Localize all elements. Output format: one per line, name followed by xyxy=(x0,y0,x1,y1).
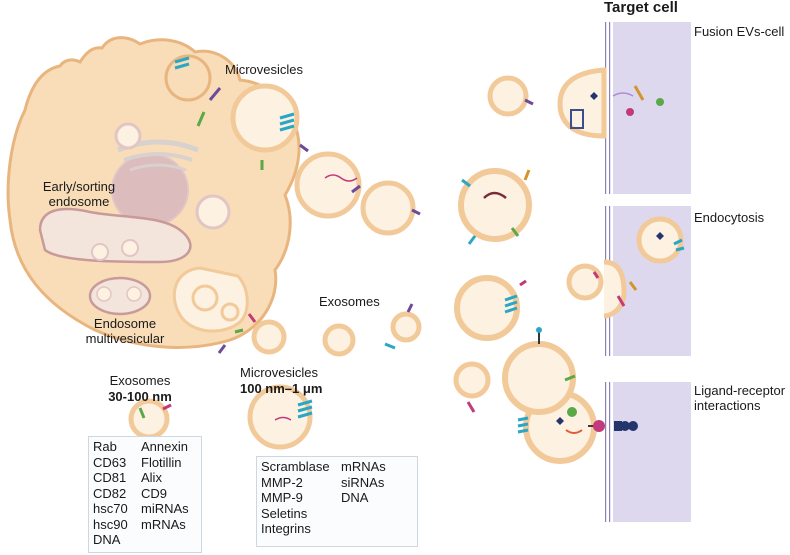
marker-item: hsc90 xyxy=(93,516,128,532)
marker-item: hsc70 xyxy=(93,501,128,516)
exosome-markers-left: Rab CD63 CD81 CD82 hsc70 hsc90 DNA xyxy=(93,439,128,548)
fusion-vesicle xyxy=(557,67,664,139)
endosome-multivesicular-label-line2: multivesicular xyxy=(85,331,165,346)
early-endosome-label-line1: Early/sorting xyxy=(42,179,116,194)
exosome-markers-right: Annexin Flotillin Alix CD9 miRNAs mRNAs xyxy=(141,439,189,532)
marker-item: siRNAs xyxy=(341,474,385,490)
microvesicles-size-label-line1: Microvesicles xyxy=(240,365,319,380)
microvesicle-markers-box: Scramblase MMP-2 MMP-9 Seletins Integrin… xyxy=(256,456,418,547)
marker-item: DNA xyxy=(93,532,121,547)
free-vesicles xyxy=(128,75,604,450)
fusion-label: Fusion EVs-cell xyxy=(694,24,785,39)
early-endosome-label-line2: endosome xyxy=(48,194,110,209)
microvesicle-markers-left: Scramblase MMP-2 MMP-9 Seletins Integrin… xyxy=(261,459,330,537)
endocytosis-label: Endocytosis xyxy=(694,210,765,225)
cargo-molecules xyxy=(138,56,600,421)
marker-item: Rab xyxy=(93,439,117,454)
marker-item: Alix xyxy=(141,470,162,485)
endosome-multivesicular-label-line1: Endosome xyxy=(93,316,157,331)
exosomes-size-label-line2: 30-100 nm xyxy=(108,389,172,404)
marker-item: DNA xyxy=(341,490,369,505)
marker-item: CD81 xyxy=(93,470,127,485)
marker-item: mRNAs xyxy=(341,459,386,474)
marker-item: Seletins xyxy=(261,505,308,521)
marker-item: CD82 xyxy=(93,485,127,501)
exosomes-mid-label: Exosomes xyxy=(319,294,380,309)
marker-item: CD63 xyxy=(93,454,127,470)
endocytosis-vesicle xyxy=(603,216,685,319)
microvesicle-markers-right: mRNAs siRNAs DNA xyxy=(341,459,386,506)
marker-item: MMP-2 xyxy=(261,474,303,490)
marker-item: Annexin xyxy=(141,439,188,454)
parent-cell xyxy=(6,36,301,349)
marker-item: miRNAs xyxy=(141,501,189,516)
marker-item: MMP-9 xyxy=(261,490,303,505)
ligand-receptor-label-line2: interactions xyxy=(694,398,761,413)
marker-item: mRNAs xyxy=(141,516,186,532)
target-cell-title: Target cell xyxy=(604,0,678,16)
exosomes-size-label-line1: Exosomes xyxy=(109,373,171,388)
microvesicles-top-label: Microvesicles xyxy=(225,62,304,77)
exosome-markers-box: Rab CD63 CD81 CD82 hsc70 hsc90 DNA Annex… xyxy=(88,436,202,553)
ligand-receptor-label-line1: Ligand-receptor xyxy=(694,383,786,398)
marker-item: CD9 xyxy=(141,485,168,501)
marker-item: Integrins xyxy=(261,521,311,536)
microvesicles-size-label-line2: 100 nm–1 μm xyxy=(240,381,323,396)
marker-item: Flotillin xyxy=(141,454,182,470)
marker-item: Scramblase xyxy=(261,459,330,474)
